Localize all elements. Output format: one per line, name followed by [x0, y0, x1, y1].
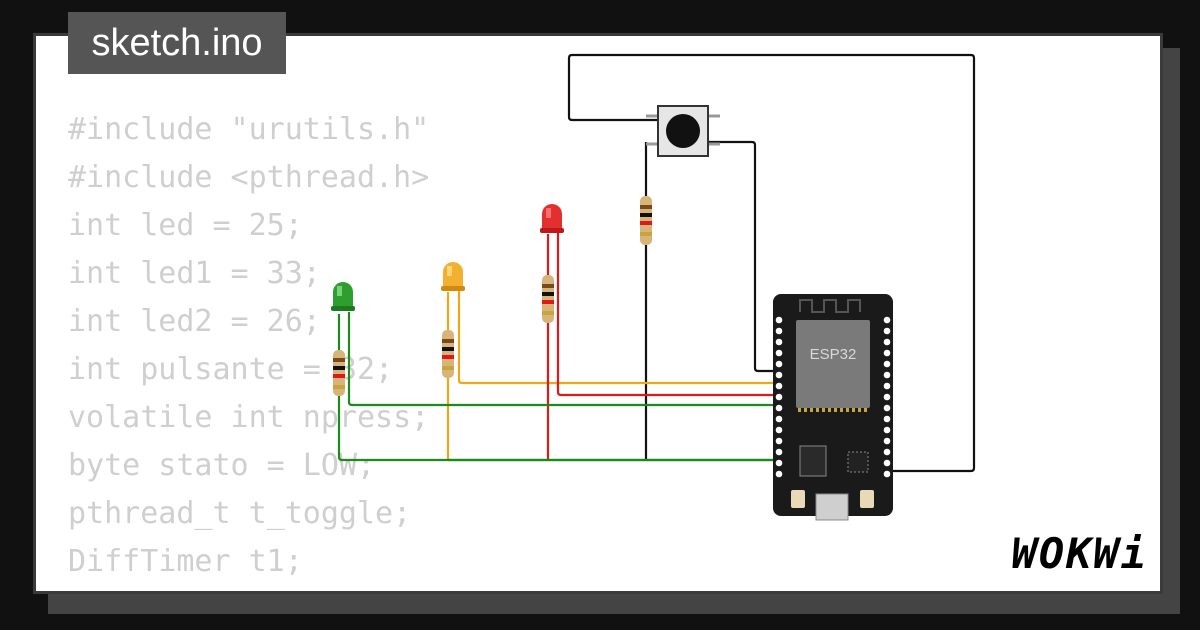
- green-led[interactable]: [331, 282, 355, 311]
- resistor-button: [640, 196, 652, 245]
- code-preview: #include "urutils.h" #include <pthread.h>…: [68, 106, 429, 586]
- resistor-green: [333, 350, 345, 396]
- resistor-yellow: [442, 330, 454, 378]
- code-line: int led = 25;: [68, 208, 303, 243]
- wires-yellow: [446, 290, 780, 460]
- code-line: pthread_t t_toggle;: [68, 496, 412, 531]
- code-line: #include <pthread.h>: [68, 160, 430, 195]
- yellow-led[interactable]: [441, 262, 465, 291]
- code-line: int led1 = 33;: [68, 256, 321, 291]
- pushbutton[interactable]: [646, 105, 720, 157]
- code-line: DiffTimer t1;: [68, 544, 303, 579]
- wires-black: [567, 53, 976, 473]
- code-line: int led2 = 26;: [68, 304, 321, 339]
- resistor-red: [542, 275, 554, 323]
- wokwi-logo: WOKWi: [1011, 529, 1148, 578]
- sketch-title: sketch.ino: [68, 12, 286, 74]
- code-line: #include "urutils.h": [68, 112, 430, 147]
- esp32-board[interactable]: ESP32: [773, 294, 893, 521]
- code-line: byte stato = LOW;: [68, 448, 376, 483]
- esp32-chip-label: ESP32: [810, 346, 857, 363]
- wires-red: [546, 232, 780, 460]
- wires-green: [337, 312, 780, 462]
- red-led[interactable]: [540, 204, 564, 233]
